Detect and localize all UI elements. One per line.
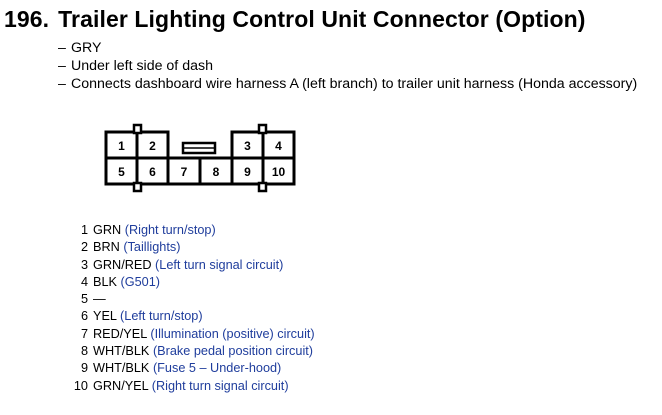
key-bottom-right bbox=[257, 181, 268, 193]
pin-label-1: 1 bbox=[118, 139, 125, 153]
pin-label-8: 8 bbox=[213, 165, 220, 179]
page-title: 196. Trailer Lighting Control Unit Connec… bbox=[4, 6, 586, 33]
pin-label-6: 6 bbox=[149, 165, 156, 179]
connector-notes: –GRY –Under left side of dash –Connects … bbox=[58, 39, 637, 93]
section-title: Trailer Lighting Control Unit Connector … bbox=[58, 6, 586, 32]
key-bottom-left bbox=[132, 181, 143, 193]
note-location: –Under left side of dash bbox=[58, 58, 213, 74]
connector-diagram: 1 2 3 4 5 6 7 8 9 10 bbox=[104, 123, 296, 193]
key-top-right bbox=[257, 123, 268, 135]
pin-label-10: 10 bbox=[272, 165, 286, 179]
note-color: –GRY bbox=[58, 40, 102, 56]
pin-label-4: 4 bbox=[275, 139, 282, 153]
pin-label-2: 2 bbox=[149, 139, 156, 153]
key-top-left bbox=[132, 123, 143, 135]
section-number: 196. bbox=[4, 6, 50, 32]
note-connects: –Connects dashboard wire harness A (left… bbox=[58, 76, 638, 92]
pin-row: 5— bbox=[80, 292, 106, 307]
pin-label-7: 7 bbox=[181, 165, 188, 179]
pin-label-5: 5 bbox=[118, 165, 125, 179]
pin-label-3: 3 bbox=[244, 139, 251, 153]
pin-label-9: 9 bbox=[244, 165, 251, 179]
